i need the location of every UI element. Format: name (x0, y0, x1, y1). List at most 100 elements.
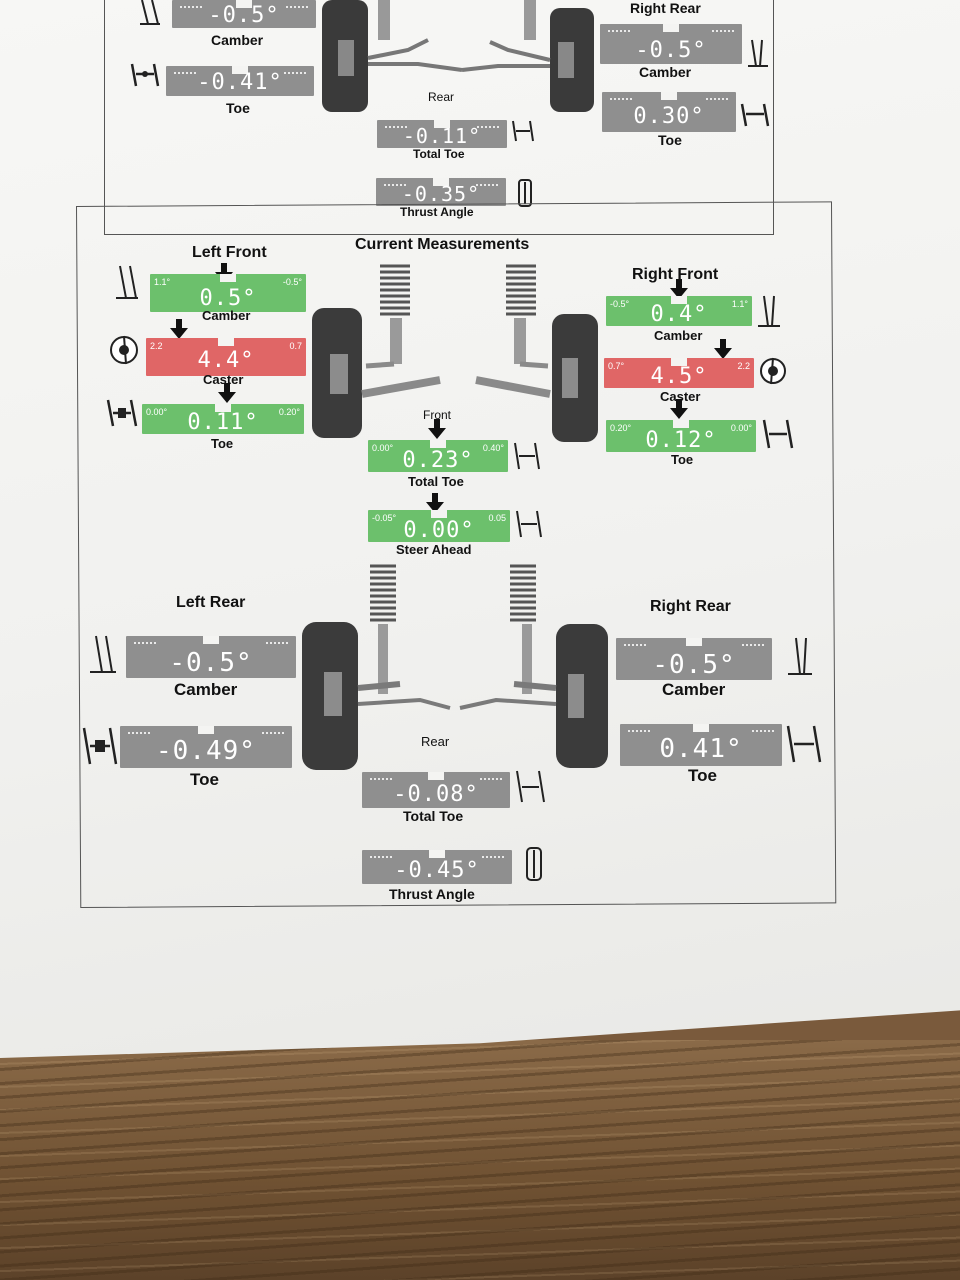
front-total-toe-min: 0.00° (372, 443, 394, 453)
prev-total-toe-value: -0.11° (402, 124, 482, 148)
toe-icon (514, 442, 540, 470)
steer-ahead-label: Steer Ahead (396, 542, 472, 557)
prev-rr-camber-gauge: -0.5° (600, 24, 742, 64)
steering-icon (516, 510, 542, 538)
lr-toe-gauge: -0.49° (120, 726, 292, 768)
lf-toe-label: Toe (211, 436, 234, 451)
prev-lr-toe-value: -0.41° (197, 70, 283, 95)
prev-rr-toe-value: 0.30° (633, 104, 705, 129)
lf-toe-arrow-icon (218, 383, 236, 403)
lf-camber-max: -0.5° (282, 277, 302, 287)
thrust-angle-icon (526, 847, 542, 881)
lf-caster-value: 4.4° (197, 348, 255, 373)
front-total-toe-max: 0.40° (482, 443, 504, 453)
lf-toe-max: 0.20° (278, 407, 300, 417)
toe-icon (512, 120, 534, 142)
rf-toe-arrow-icon (670, 399, 688, 419)
camber-icon (140, 0, 160, 25)
front-label: Front (423, 408, 452, 422)
rf-camber-gauge: -0.5° 1.1° 0.4° (606, 296, 752, 327)
lr-toe-label: Toe (190, 770, 219, 789)
toe-icon (516, 770, 545, 803)
steer-ahead-max: 0.05 (488, 513, 506, 523)
rr-toe-value: 0.41° (659, 734, 743, 764)
toe-icon (106, 399, 138, 427)
prev-lr-toe-gauge: -0.41° (166, 66, 314, 96)
rr-camber-value: -0.5° (652, 650, 736, 680)
prev-total-toe-gauge: -0.11° (377, 120, 507, 148)
prev-thrust-value: -0.35° (401, 182, 481, 206)
lf-camber-value: 0.5° (199, 286, 257, 311)
prev-lr-toe-label: Toe (226, 100, 250, 116)
lf-camber-label: Camber (202, 308, 251, 323)
rear-total-toe-gauge: -0.08° (362, 772, 510, 808)
total-toe-arrow-icon (428, 419, 446, 439)
front-total-toe-gauge: 0.00° 0.40° 0.23° (368, 440, 508, 473)
rr-toe-label: Toe (688, 766, 717, 785)
prev-rr-camber-label: Camber (639, 64, 692, 80)
lf-camber-min: 1.1° (154, 277, 171, 287)
toe-icon (762, 419, 794, 449)
front-total-toe-label: Total Toe (408, 474, 464, 489)
wooden-table (0, 1040, 960, 1280)
thrust-angle-value: -0.45° (394, 858, 480, 883)
thrust-angle-gauge: -0.45° (362, 850, 512, 884)
rr-camber-gauge: -0.5° (616, 638, 772, 680)
prev-rr-toe-gauge: 0.30° (602, 92, 736, 132)
rf-caster-min: 0.7° (608, 361, 625, 371)
prev-rr-toe-label: Toe (658, 132, 682, 148)
camber-icon (788, 637, 812, 675)
prev-rear-label: Rear (428, 90, 455, 104)
current-measurements-title: Current Measurements (355, 236, 530, 253)
front-total-toe-value: 0.23° (402, 448, 474, 473)
caster-icon (110, 335, 138, 365)
camber-icon (748, 39, 768, 67)
right-rear-heading: Right Rear (650, 598, 731, 615)
prev-lr-camber-label: Camber (211, 32, 264, 48)
lf-toe-min: 0.00° (146, 407, 168, 417)
rr-toe-gauge: 0.41° (620, 724, 782, 766)
camber-icon (90, 635, 116, 673)
lf-caster-gauge: 2.2 0.7 4.4° (146, 338, 306, 376)
prev-right-rear-heading: Right Rear (630, 0, 701, 16)
rf-camber-value: 0.4° (650, 302, 708, 327)
lr-toe-value: -0.49° (156, 736, 256, 766)
caster-icon (760, 357, 786, 385)
steer-ahead-gauge: -0.05° 0.05 0.00° (368, 510, 510, 543)
lf-camber-gauge: 1.1° -0.5° 0.5° (150, 274, 306, 312)
rf-caster-label: Caster (660, 389, 701, 404)
rear-total-toe-value: -0.08° (393, 782, 479, 807)
rf-toe-gauge: 0.20° 0.00° 0.12° (606, 420, 756, 453)
rf-camber-arrow-icon (670, 279, 688, 299)
rr-camber-label: Camber (662, 680, 726, 699)
lr-camber-value: -0.5° (169, 648, 253, 678)
rf-toe-min: 0.20° (610, 423, 632, 433)
lf-toe-value: 0.11° (187, 410, 259, 435)
left-front-heading: Left Front (192, 244, 267, 261)
toe-icon (82, 727, 118, 765)
lf-caster-label: Caster (203, 372, 244, 387)
steer-ahead-min: -0.05° (372, 513, 397, 523)
lf-caster-min: 2.2 (150, 341, 163, 351)
lr-camber-gauge: -0.5° (126, 636, 296, 678)
lf-toe-gauge: 0.00° 0.20° 0.11° (142, 404, 304, 435)
camber-icon (758, 295, 780, 327)
lf-caster-max: 0.7 (289, 341, 302, 351)
rf-caster-gauge: 0.7° 2.2 4.5° (604, 358, 754, 389)
prev-rr-camber-value: -0.5° (635, 38, 707, 63)
right-front-heading: Right Front (632, 266, 719, 283)
left-rear-heading: Left Rear (176, 594, 246, 611)
rf-toe-label: Toe (671, 452, 694, 467)
steer-ahead-arrow-icon (426, 493, 444, 513)
rear-label: Rear (421, 734, 450, 749)
front-suspension-illustration (312, 264, 598, 442)
prev-thrust-label: Thrust Angle (400, 205, 474, 219)
camber-icon (116, 265, 138, 299)
rf-caster-arrow-icon (714, 339, 732, 359)
previous-measurements-panel (104, 0, 774, 235)
toe-icon (786, 725, 822, 763)
rear-total-toe-label: Total Toe (403, 808, 464, 824)
lf-caster-arrow-icon (170, 319, 188, 339)
lr-camber-label: Camber (174, 680, 238, 699)
rf-caster-max: 2.2 (737, 361, 750, 371)
